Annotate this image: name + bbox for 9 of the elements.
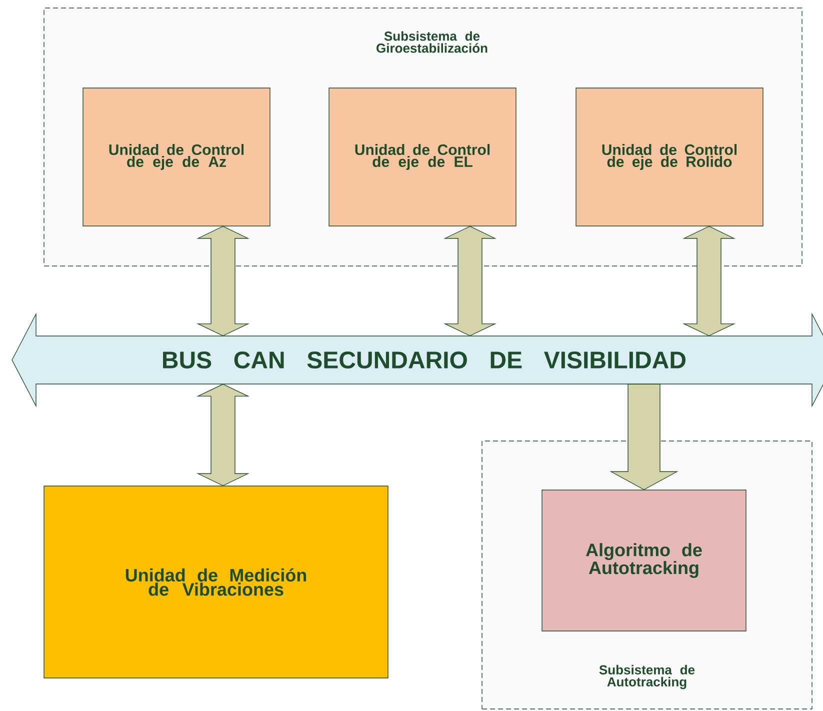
group-title: Subsistema de Giroestabilización bbox=[376, 31, 488, 53]
block-arrow bbox=[610, 384, 678, 490]
block-arrow bbox=[196, 384, 250, 486]
group-title: Subsistema de Autotracking bbox=[599, 664, 695, 690]
unit-box: Algoritmo de Autotracking bbox=[542, 490, 746, 632]
unit-box: Unidad de Control de eje de EL bbox=[328, 88, 516, 226]
unit-box: Unidad de Medición de Vibraciones bbox=[44, 486, 388, 678]
unit-box: Unidad de Control de eje de Rolido bbox=[576, 88, 764, 226]
unit-box: Unidad de Control de eje de Az bbox=[82, 88, 270, 226]
